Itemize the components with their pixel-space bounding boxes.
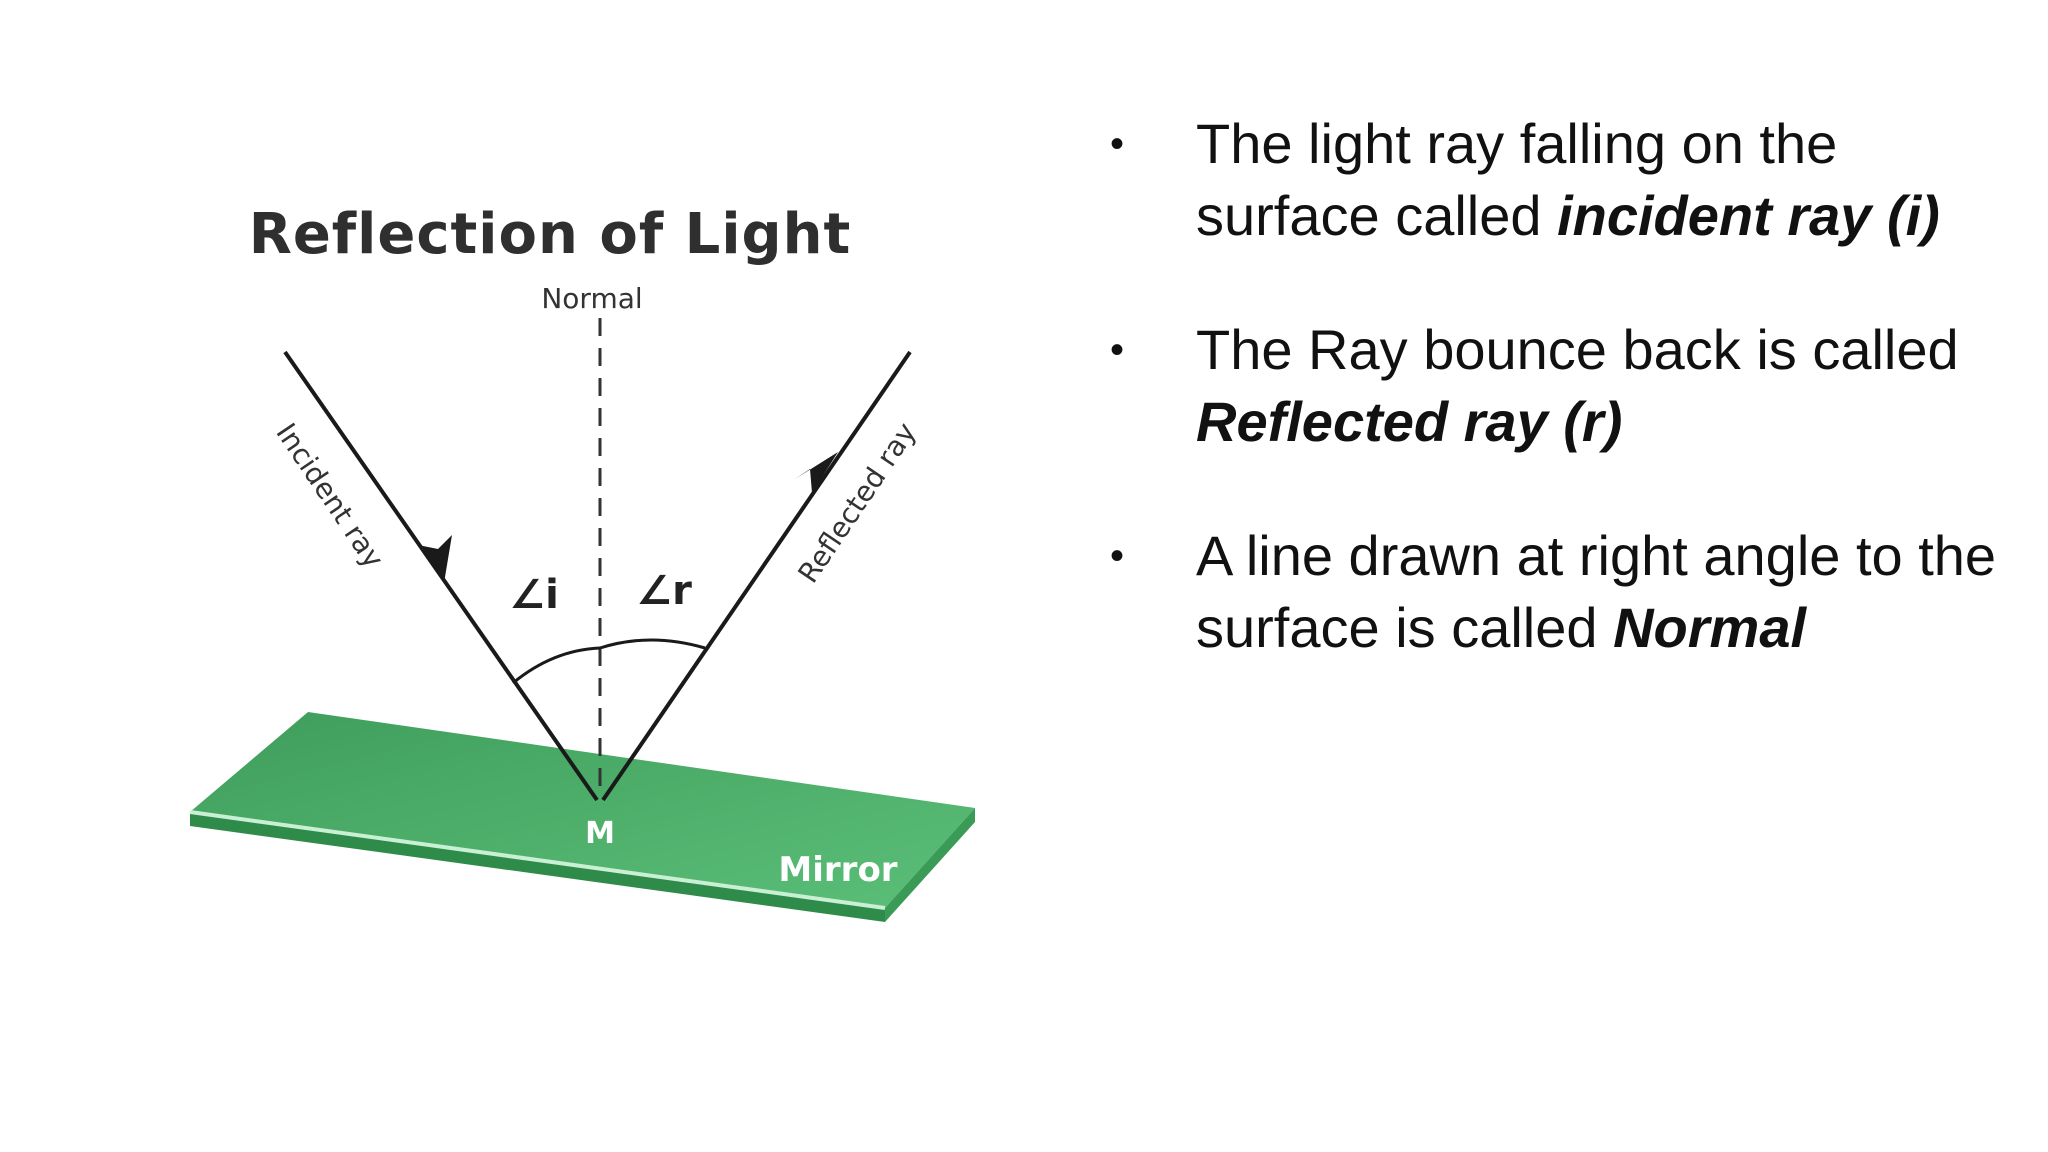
point-m-label: M [585, 816, 615, 851]
bullet-text: The Ray bounce back is called [1196, 318, 1959, 381]
bullet-text: A line drawn at right angle to the surfa… [1196, 524, 1997, 659]
bullet-item-incident: • The light ray falling on the surface c… [1110, 108, 2010, 252]
bullet-text: The light ray falling on the surface cal… [1196, 112, 1838, 247]
bullet-item-reflected: • The Ray bounce back is called Reflecte… [1110, 314, 2010, 458]
normal-label: Normal [541, 282, 642, 315]
diagram-title: Reflection of Light [248, 202, 852, 267]
mirror-highlight [189, 810, 886, 910]
reflected-ray-label: Reflected ray [791, 416, 922, 588]
angle-r-arc [599, 638, 706, 650]
bullet-list: • The light ray falling on the surface c… [1110, 108, 2010, 664]
angle-r-label: ∠r [636, 568, 692, 614]
mirror-top-surface [190, 712, 975, 908]
incident-ray-label: Incident ray [269, 417, 390, 574]
mirror-side-edge [885, 808, 975, 922]
bullet-item-normal: • A line drawn at right angle to the sur… [1110, 520, 2010, 664]
reflection-diagram: Reflection of Light [189, 202, 975, 922]
bullet-dot: • [1110, 328, 1125, 372]
angle-i-arc [512, 646, 601, 685]
reflected-ray-line [601, 350, 912, 802]
mirror-front-edge [190, 812, 885, 922]
bullet-emphasis: Normal [1613, 596, 1807, 659]
angle-i-label: ∠i [509, 572, 559, 618]
bullet-emphasis: incident ray (i) [1557, 184, 1940, 247]
bullet-dot: • [1110, 122, 1125, 166]
incident-arrow-icon [418, 535, 452, 583]
bullet-emphasis: Reflected ray (r) [1196, 390, 1623, 453]
mirror-label: Mirror [778, 850, 897, 890]
reflected-arrow-icon [795, 452, 838, 493]
diagram-svg: Normal Incident ray Reflected ray ∠i ∠r … [189, 282, 975, 922]
bullet-dot: • [1110, 534, 1125, 578]
